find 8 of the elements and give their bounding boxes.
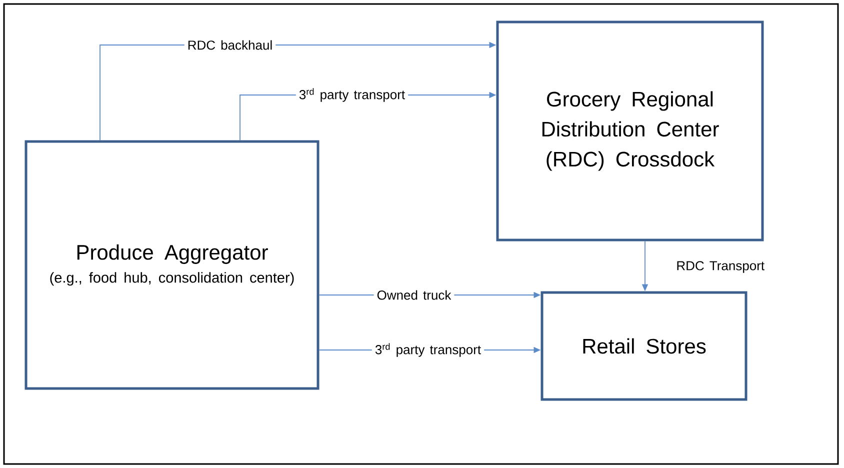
edge-label: RDC backhaul	[184, 37, 276, 53]
edge-label: Owned truck	[374, 287, 454, 303]
box: Grocery Regional Distribution Center (RDC) Crossdock	[496, 20, 764, 242]
box: Produce Aggregator (e.g., food hub, consolidation center)	[24, 140, 320, 390]
edge-label: RDC Transport	[673, 258, 768, 276]
edge-label: 3$^{rd}$ party transport	[372, 340, 484, 360]
edge-label: 3$^{rd}$ party transport	[296, 85, 408, 105]
box: Retail Stores	[540, 291, 748, 401]
